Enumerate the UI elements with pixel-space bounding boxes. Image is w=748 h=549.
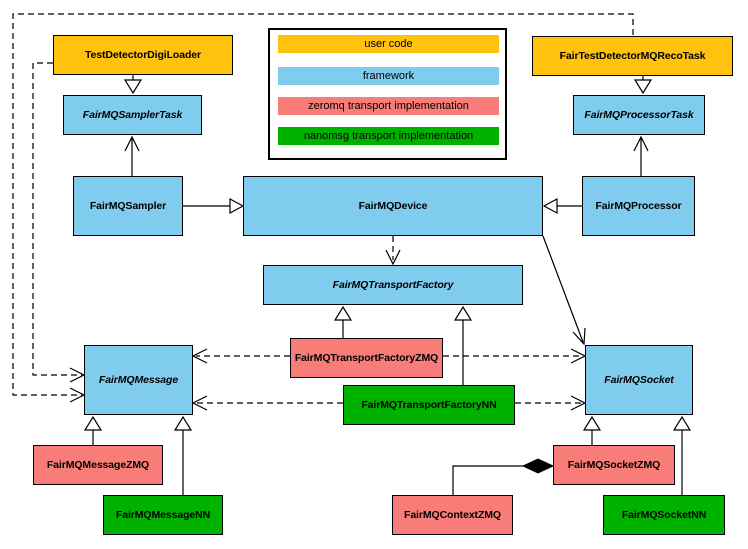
node-fairmqmessage: FairMQMessage	[84, 345, 193, 415]
node-fairmqmessagezmq: FairMQMessageZMQ	[33, 445, 163, 485]
edge-inherits-fairmqsocketnn-fairmqsocket	[672, 415, 692, 495]
edge-dep-fairmqdevice-fairmqtransportfactory	[385, 236, 401, 266]
node-fairmqsocketnn: FairMQSocketNN	[603, 495, 725, 535]
edge-dep-fairmqtransportfactoryzmq-fairmqsocket	[443, 348, 587, 364]
edge-dep-fairmqtransportfactorynn-fairmqsocket	[515, 395, 587, 411]
edge-inherits-fairmqmessagezmq-fairmqmessage	[83, 415, 103, 445]
edge-inherits-fairmqtransportfactoryzmq-fairmqtransportfactory	[333, 305, 353, 338]
edge-comp-fairmqsocketzmq-fairmqcontextzmq	[452, 458, 555, 495]
edge-inherits-fairtestdetectormqrecotask-fairmqprocessortask	[633, 76, 653, 95]
edge-inherits-fairmqsampler-fairmqdevice	[183, 197, 245, 215]
node-testdetectordigiloader: TestDetectorDigiLoader	[53, 35, 233, 75]
node-fairmqsampler: FairMQSampler	[73, 176, 183, 236]
node-fairmqprocessor: FairMQProcessor	[582, 176, 695, 236]
edge-inherits-fairmqprocessor-fairmqdevice	[542, 197, 582, 215]
legend-item-user-code: user code	[278, 35, 499, 53]
legend-item-framework: framework	[278, 67, 499, 85]
edge-inherits-testdetectordigiloader-fairmqsamplertask	[123, 75, 143, 95]
node-fairmqprocessortask: FairMQProcessorTask	[573, 95, 705, 135]
node-fairmqtransportfactoryzmq: FairMQTransportFactoryZMQ	[290, 338, 443, 378]
node-fairmqsamplertask: FairMQSamplerTask	[63, 95, 202, 135]
edge-dep-fairmqtransportfactoryzmq-fairmqmessage	[191, 348, 290, 364]
node-fairmqtransportfactory: FairMQTransportFactory	[263, 265, 523, 305]
node-fairmqsocket: FairMQSocket	[585, 345, 693, 415]
node-fairmqtransportfactorynn: FairMQTransportFactoryNN	[343, 385, 515, 425]
legend: user code framework zeromq transport imp…	[268, 28, 507, 160]
node-fairmqsocketzmq: FairMQSocketZMQ	[553, 445, 675, 485]
edge-inherits-fairmqtransportfactorynn-fairmqtransportfactory	[453, 305, 473, 385]
node-fairmqmessagenn: FairMQMessageNN	[103, 495, 223, 535]
edge-assoc-fairmqprocessor-fairmqprocessortask	[633, 135, 649, 176]
edge-inherits-fairmqsocketzmq-fairmqsocket	[582, 415, 602, 445]
legend-item-zeromq: zeromq transport implementation	[278, 97, 499, 115]
node-fairmqdevice: FairMQDevice	[243, 176, 543, 236]
edge-inherits-fairmqmessagenn-fairmqmessage	[173, 415, 193, 495]
legend-item-nanomsg: nanomsg transport implementation	[278, 127, 499, 145]
edge-assoc-fairmqsampler-fairmqsamplertask	[124, 135, 140, 176]
node-fairtestdetectormqrecotask: FairTestDetectorMQRecoTask	[532, 36, 733, 76]
edge-dep-fairmqtransportfactorynn-fairmqmessage	[191, 395, 343, 411]
edge-assoc-fairmqdevice-fairmqsocket	[542, 235, 586, 346]
node-fairmqcontextzmq: FairMQContextZMQ	[392, 495, 513, 535]
